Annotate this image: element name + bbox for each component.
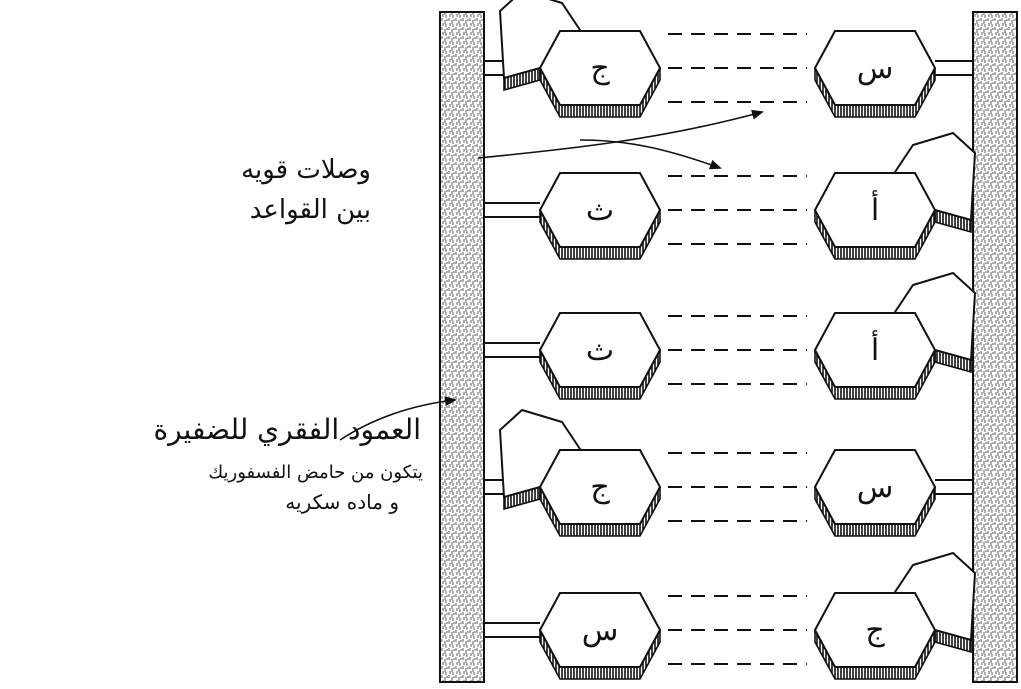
- hexagon-ring: [538, 30, 662, 106]
- base-left-2: ث: [538, 172, 662, 260]
- right-backbone: [972, 11, 1018, 683]
- bonds-arrow-upper: [477, 109, 764, 159]
- hexagon-ring: [538, 172, 662, 248]
- hexagon-ring: [538, 312, 662, 388]
- base-left-1: ج: [498, 0, 662, 118]
- base-letter: ج: [865, 613, 885, 648]
- base-right-3: أ: [813, 271, 977, 400]
- bonds-annotation: وصلات قويه بين القواعد: [241, 150, 371, 230]
- backbone-arrow: [339, 396, 457, 441]
- base-right-1: س: [813, 30, 937, 118]
- backbone-annotation-line3: و ماده سكريه: [285, 490, 399, 514]
- left-backbone: [439, 11, 485, 683]
- base-left-4: ج: [498, 408, 662, 537]
- base-right-5: ج: [813, 551, 977, 680]
- base-right-2: أ: [813, 131, 977, 260]
- hexagon-ring: [813, 30, 937, 106]
- base-letter: ث: [586, 333, 614, 368]
- hexagon-ring: [813, 449, 937, 525]
- bonds-arrow-lower: [579, 139, 722, 170]
- hexagon-ring: [813, 172, 937, 248]
- rungs-layer: ج س ث أ ث أ ج س س ج: [484, 0, 977, 680]
- hexagon-ring: [813, 592, 937, 668]
- base-letter: س: [582, 613, 619, 648]
- base-letter: ج: [590, 51, 610, 86]
- hexagon-ring: [538, 592, 662, 668]
- base-letter: أ: [871, 330, 879, 368]
- hexagon-ring: [538, 449, 662, 525]
- backbone-annotation-line1: العمود الفقري للضفيرة: [153, 413, 421, 446]
- base-right-4: س: [813, 449, 937, 537]
- bonds-annotation-line2: بين القواعد: [249, 195, 371, 225]
- base-left-3: ث: [538, 312, 662, 400]
- backbone-annotation-line2: يتكون من حامض الفسفوريك: [208, 462, 423, 483]
- base-letter: س: [857, 51, 894, 86]
- base-left-5: س: [538, 592, 662, 680]
- bonds-annotation-line1: وصلات قويه: [241, 155, 371, 185]
- base-letter: أ: [871, 190, 879, 228]
- base-letter: ث: [586, 193, 614, 228]
- base-letter: ج: [590, 470, 610, 505]
- base-letter: س: [857, 470, 894, 505]
- hexagon-ring: [813, 312, 937, 388]
